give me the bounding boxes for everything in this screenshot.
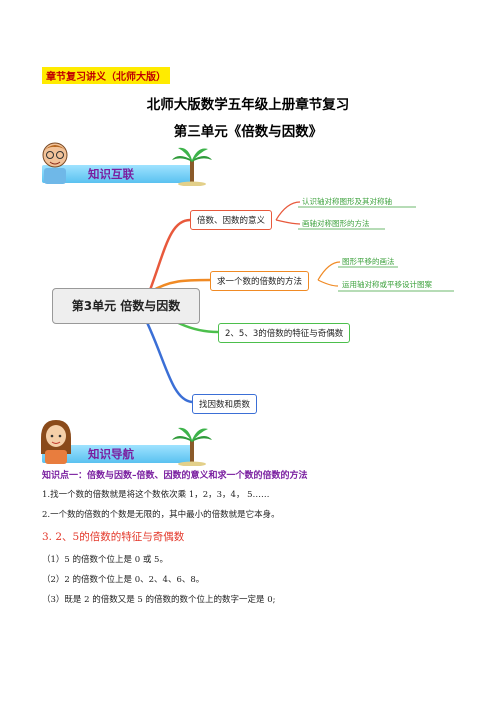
mindmap-branch-factors-primes: 找因数和质数 (192, 394, 258, 414)
mindmap-branch-divisibility-features: 2、5、3的倍数的特征与奇偶数 (218, 323, 351, 343)
boy-illustration-icon (42, 142, 68, 184)
document-title: 北师大版数学五年级上册章节复习 (146, 97, 350, 113)
body-line: 1.找一个数的倍数就是将这个数依次乘 1，2，3，4， 5…… (42, 490, 270, 500)
mindmap-branch-multiples-meaning: 倍数、因数的意义 (190, 210, 273, 230)
branch-label: 找因数和质数 (199, 400, 251, 410)
section-3-title: 3. 2、5的倍数的特征与奇偶数 (42, 531, 185, 543)
mindmap-leaf: 画轴对称图形的方法 (302, 219, 370, 228)
palm-tree-icon (172, 427, 212, 466)
palm-tree-icon (172, 147, 212, 186)
branch-label: 求一个数的倍数的方法 (217, 277, 303, 287)
branch-label: 2、5、3的倍数的特征与奇偶数 (225, 329, 344, 339)
mindmap-branch-find-multiples: 求一个数的倍数的方法 (210, 271, 310, 291)
knowledge-network-label: 知识互联 (88, 167, 134, 181)
body-line: 2.一个数的倍数的个数是无限的，其中最小的倍数就是它本身。 (42, 510, 280, 520)
mindmap-leaf: 运用轴对称或平移设计图案 (342, 280, 432, 289)
chapter-tag: 章节复习讲义（北师大版） (42, 67, 170, 84)
girl-illustration-icon (41, 420, 71, 464)
mindmap-leaf: 图形平移的画法 (342, 257, 395, 266)
knowledge-guide-label: 知识导航 (88, 447, 134, 461)
body-line: （1）5 的倍数个位上是 0 或 5。 (42, 555, 168, 565)
mindmap-leaf: 认识轴对称图形及其对称轴 (302, 197, 392, 206)
mindmap-center-node: 第3单元 倍数与因数 (52, 288, 200, 324)
body-line: （2）2 的倍数个位上是 0、2、4、6、8。 (42, 575, 205, 585)
document-subtitle: 第三单元《倍数与因数》 (173, 124, 323, 140)
knowledge-point-1-title: 知识点一：倍数与因数–倍数、因数的意义和求一个数的倍数的方法 (42, 471, 308, 481)
knowledge-network-banner: 知识互联 (30, 140, 212, 186)
knowledge-guide-banner: 知识导航 (30, 420, 212, 466)
body-line: （3）既是 2 的倍数又是 5 的倍数的数个位上的数字一定是 0; (42, 595, 276, 605)
branch-label: 倍数、因数的意义 (197, 216, 266, 226)
